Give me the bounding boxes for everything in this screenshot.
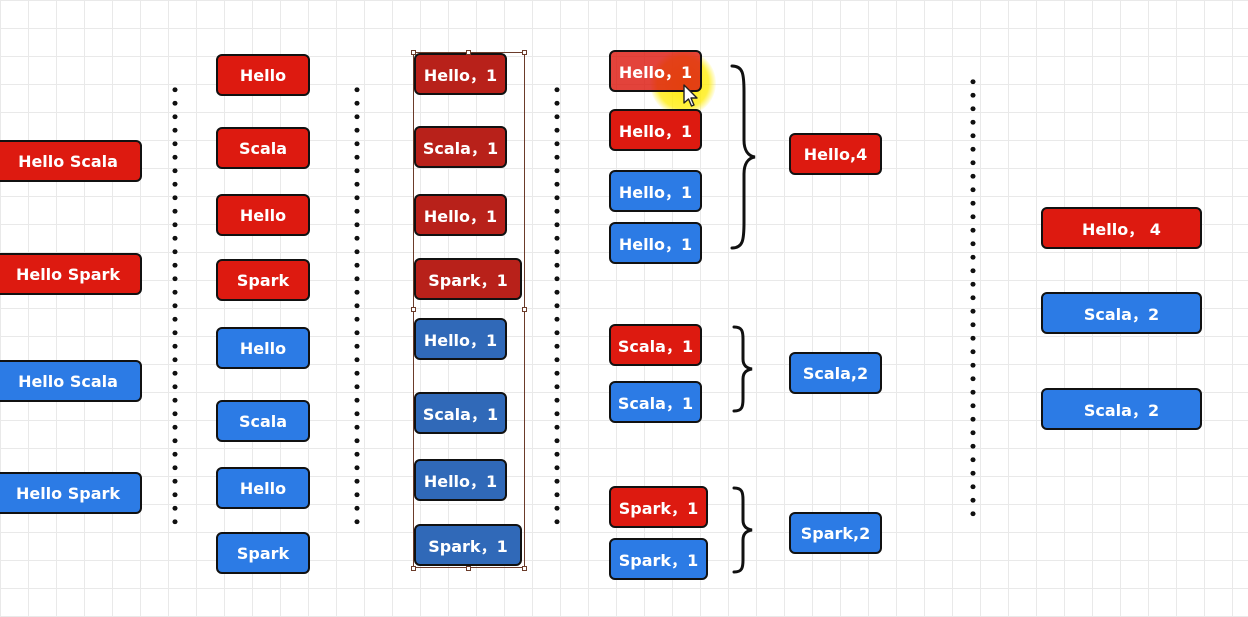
dotted-separator-4 — [970, 75, 976, 522]
input-line-box[interactable]: Hello Scala — [0, 140, 142, 182]
grouped-pair-box[interactable]: Scala，1 — [609, 381, 702, 423]
word-box[interactable]: Spark — [216, 532, 310, 574]
grouped-pair-box[interactable]: Hello，1 — [609, 109, 702, 151]
reduced-count-box[interactable]: Scala,2 — [789, 352, 882, 394]
word-box[interactable]: Scala — [216, 127, 310, 169]
reduced-count-box[interactable]: Hello,4 — [789, 133, 882, 175]
resize-handle[interactable] — [411, 307, 416, 312]
pair-box[interactable]: Spark，1 — [414, 524, 522, 566]
dotted-separator-3 — [554, 83, 560, 530]
curly-brace-icon — [732, 325, 753, 413]
resize-handle[interactable] — [522, 307, 527, 312]
pair-box[interactable]: Hello，1 — [414, 53, 507, 95]
pair-box[interactable]: Hello，1 — [414, 194, 507, 236]
input-line-box[interactable]: Hello Spark — [0, 472, 142, 514]
pair-box[interactable]: Spark，1 — [414, 258, 522, 300]
mouse-pointer-icon — [683, 84, 698, 107]
resize-handle[interactable] — [466, 50, 471, 55]
selection-box[interactable] — [413, 52, 525, 568]
word-box[interactable]: Scala — [216, 400, 310, 442]
grouped-pair-box[interactable]: Spark，1 — [609, 538, 708, 580]
curly-brace-icon — [732, 486, 753, 574]
word-box[interactable]: Spark — [216, 259, 310, 301]
pair-box[interactable]: Scala，1 — [414, 126, 507, 168]
input-line-box[interactable]: Hello Scala — [0, 360, 142, 402]
dotted-separator-1 — [172, 83, 178, 530]
pair-box[interactable]: Hello，1 — [414, 459, 507, 501]
resize-handle[interactable] — [522, 50, 527, 55]
resize-handle[interactable] — [466, 566, 471, 571]
word-box[interactable]: Hello — [216, 467, 310, 509]
word-box[interactable]: Hello — [216, 54, 310, 96]
word-box[interactable]: Hello — [216, 327, 310, 369]
grouped-pair-box[interactable]: Scala，1 — [609, 324, 702, 366]
grouped-pair-box[interactable]: Hello，1 — [609, 50, 702, 92]
pair-box[interactable]: Scala，1 — [414, 392, 507, 434]
output-box[interactable]: Scala，2 — [1041, 292, 1202, 334]
resize-handle[interactable] — [522, 566, 527, 571]
curly-brace-icon — [730, 64, 756, 250]
grouped-pair-box[interactable]: Spark，1 — [609, 486, 708, 528]
grouped-pair-box[interactable]: Hello，1 — [609, 170, 702, 212]
dotted-separator-2 — [354, 83, 360, 530]
reduced-count-box[interactable]: Spark,2 — [789, 512, 882, 554]
pair-box[interactable]: Hello，1 — [414, 318, 507, 360]
output-box[interactable]: Hello， 4 — [1041, 207, 1202, 249]
grouped-pair-box[interactable]: Hello，1 — [609, 222, 702, 264]
resize-handle[interactable] — [411, 566, 416, 571]
resize-handle[interactable] — [411, 50, 416, 55]
word-box[interactable]: Hello — [216, 194, 310, 236]
input-line-box[interactable]: Hello Spark — [0, 253, 142, 295]
output-box[interactable]: Scala，2 — [1041, 388, 1202, 430]
